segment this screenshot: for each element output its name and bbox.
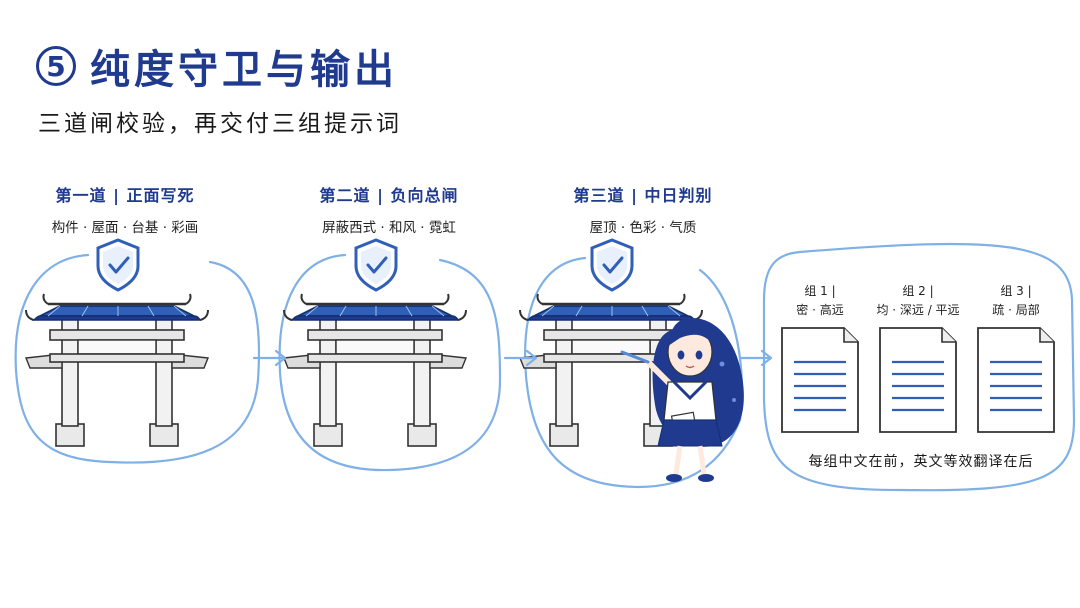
arrow-right-icon — [738, 349, 773, 367]
document-icon — [780, 326, 860, 434]
group-3-title: 组 3 | — [1000, 284, 1032, 298]
gate-2-title: 第二道 | 负向总闸 — [319, 186, 459, 205]
gate-1-heading: 第一道 | 正面写死 构件 · 屋面 · 台基 · 彩画 — [10, 182, 240, 236]
gate-2-items: 屏蔽西式 · 和风 · 霓虹 — [322, 220, 456, 236]
gate-2-heading: 第二道 | 负向总闸 屏蔽西式 · 和风 · 霓虹 — [274, 182, 504, 236]
group-1-label: 组 1 | 密 · 高远 — [770, 282, 870, 320]
paifang-gate-icon — [282, 292, 468, 448]
shield-check-icon — [354, 238, 398, 292]
gate-3-heading: 第三道 | 中日判别 屋顶 · 色彩 · 气质 — [528, 182, 758, 236]
arrow-right-icon — [503, 349, 538, 367]
page-subtitle: 三道闸校验，再交付三组提示词 — [38, 111, 402, 137]
document-icon — [878, 326, 958, 434]
paifang-gate-icon — [24, 292, 210, 448]
gate-3-frame — [524, 256, 744, 488]
gate-2-frame — [278, 253, 502, 472]
group-3-label: 组 3 | 疏 · 局部 — [966, 282, 1066, 320]
group-1-desc: 密 · 高远 — [796, 303, 844, 317]
gate-1-items: 构件 · 屋面 · 台基 · 彩画 — [51, 220, 199, 236]
group-1-title: 组 1 | — [804, 284, 836, 298]
page-title: 5 纯度守卫与输出 — [36, 40, 398, 93]
output-note: 每组中文在前，英文等效翻译在后 — [808, 454, 1034, 470]
illustrated-girl-figure — [620, 318, 744, 482]
gate-3-items: 屋顶 · 色彩 · 气质 — [589, 220, 697, 236]
document-icon — [976, 326, 1056, 434]
step-number-badge: 5 — [36, 46, 76, 86]
shield-check-icon — [96, 238, 140, 292]
shield-check-icon — [590, 238, 634, 292]
gate-1-title: 第一道 | 正面写死 — [55, 186, 195, 205]
gate-3-title: 第三道 | 中日判别 — [573, 186, 713, 205]
group-2-label: 组 2 | 均 · 深远 / 平远 — [868, 282, 968, 320]
group-2-desc: 均 · 深远 / 平远 — [876, 303, 960, 317]
page-title-text: 纯度守卫与输出 — [90, 47, 398, 93]
gate-1-frame — [14, 253, 261, 464]
group-2-title: 组 2 | — [902, 284, 934, 298]
output-frame — [762, 242, 1076, 492]
group-3-desc: 疏 · 局部 — [992, 303, 1040, 317]
